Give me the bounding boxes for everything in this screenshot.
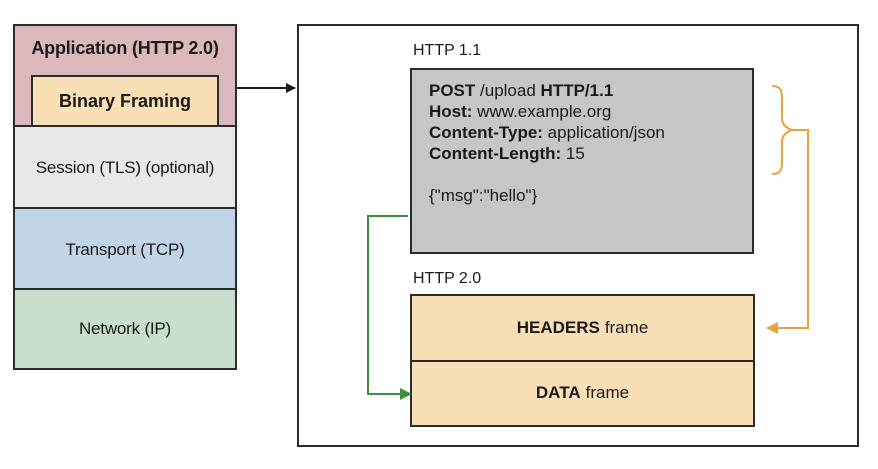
http2-section-label: HTTP 2.0 — [413, 270, 482, 287]
request-line: POST /upload HTTP/1.1 — [429, 80, 752, 101]
header-host: Host: www.example.org — [429, 101, 752, 122]
request-body: {"msg":"hello"} — [429, 186, 538, 205]
data-frame-suffix: frame — [585, 382, 630, 402]
request-method: POST — [429, 81, 476, 100]
transport-layer-label: Transport (TCP) — [65, 239, 185, 259]
network-layer-label: Network (IP) — [78, 319, 172, 338]
header-value: www.example.org — [472, 102, 612, 121]
http11-section-label: HTTP 1.1 — [413, 42, 482, 59]
headers-brace — [771, 85, 796, 175]
transport-layer: Transport (TCP) — [13, 207, 237, 290]
request-path: /upload — [475, 81, 541, 100]
header-content-length: Content-Length: 15 — [429, 143, 752, 164]
headers-to-frame-arrow — [766, 129, 809, 334]
network-layer: Network (IP) — [13, 288, 237, 370]
header-name: Content-Length: — [429, 144, 562, 163]
request-version: HTTP/1.1 — [540, 81, 614, 100]
headers-frame-suffix: frame — [604, 318, 649, 337]
session-layer-label: Session (TLS) (optional) — [35, 158, 215, 177]
session-layer: Session (TLS) (optional) — [13, 125, 237, 209]
header-value: 15 — [561, 144, 585, 163]
header-value: application/json — [542, 123, 665, 142]
body-to-data-frame-arrow — [367, 215, 412, 400]
application-layer-label: Application (HTTP 2.0) — [31, 38, 219, 58]
header-content-type: Content-Type: application/json — [429, 122, 752, 143]
headers-frame-type: HEADERS — [516, 318, 600, 337]
data-frame-type: DATA — [535, 382, 581, 402]
http11-request-box: POST /upload HTTP/1.1 Host: www.example.… — [410, 68, 754, 254]
binary-framing-label: Binary Framing — [58, 90, 192, 111]
binary-framing-layer: Binary Framing — [31, 75, 219, 125]
header-name: Host: — [429, 102, 473, 121]
header-name: Content-Type: — [429, 123, 543, 142]
